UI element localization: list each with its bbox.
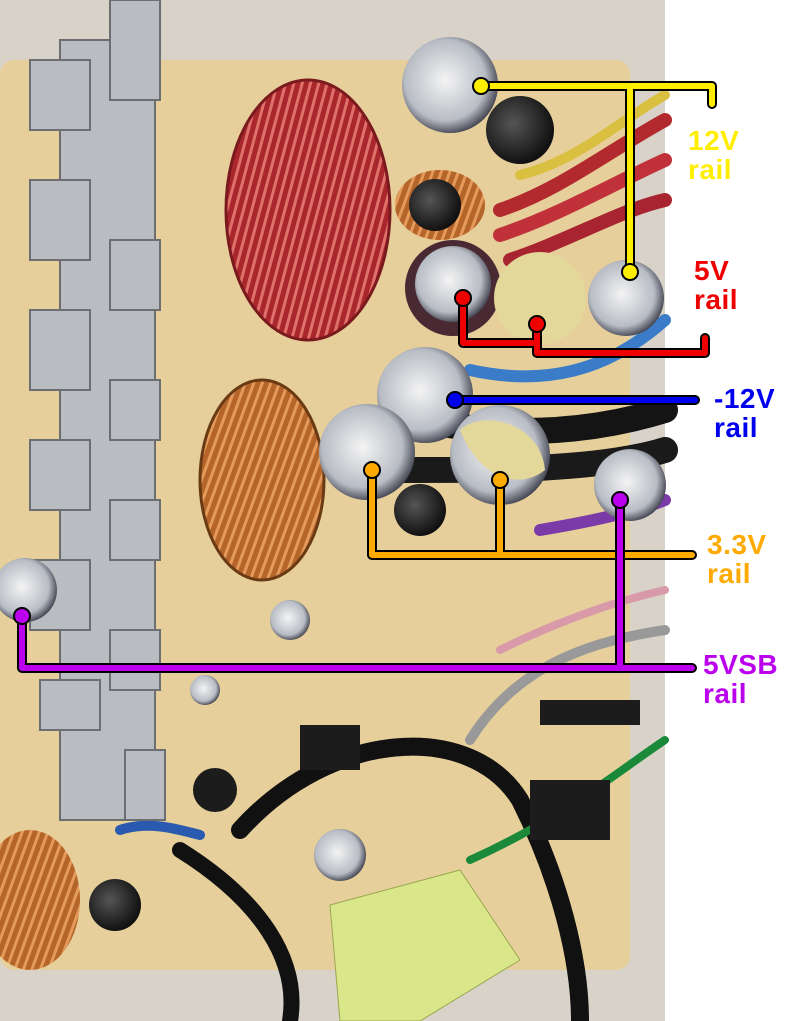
label-line: rail: [707, 558, 752, 589]
ic-chip: [530, 780, 610, 840]
red-toroid-inductor: [224, 78, 392, 342]
heatsink: [29, 0, 166, 821]
corner-toroid: [0, 830, 80, 970]
label-3v3-rail: 3.3V rail: [707, 530, 767, 588]
rail-3v3-line: [363, 461, 697, 560]
rail-annotations: [13, 77, 717, 673]
label-line: 12V: [688, 125, 740, 156]
label-5vsb-rail: 5VSB rail: [703, 650, 778, 708]
label-line: 5V: [694, 255, 730, 286]
label-line: rail: [703, 678, 748, 709]
ic-chip: [300, 725, 360, 770]
label-neg12v-rail: -12V rail: [714, 384, 775, 442]
rail-5v-line: [454, 289, 710, 358]
label-5v-rail: 5V rail: [694, 256, 738, 314]
transistor: [193, 768, 237, 812]
label-line: rail: [688, 154, 733, 185]
yellow-capacitor: [329, 869, 521, 1021]
rail-5vsb-line: [13, 491, 697, 673]
capacitors: [0, 37, 666, 931]
copper-toroid-inductor: [198, 378, 326, 582]
label-line: rail: [714, 412, 759, 443]
label-line: 3.3V: [707, 529, 767, 560]
label-line: 5VSB: [703, 649, 779, 680]
rail-12v-line: [472, 77, 717, 281]
label-line: rail: [694, 284, 739, 315]
rail-neg12v-line: [446, 391, 700, 409]
label-12v-rail: 12V rail: [688, 126, 739, 184]
connector: [540, 700, 640, 725]
label-line: -12V: [714, 383, 776, 414]
